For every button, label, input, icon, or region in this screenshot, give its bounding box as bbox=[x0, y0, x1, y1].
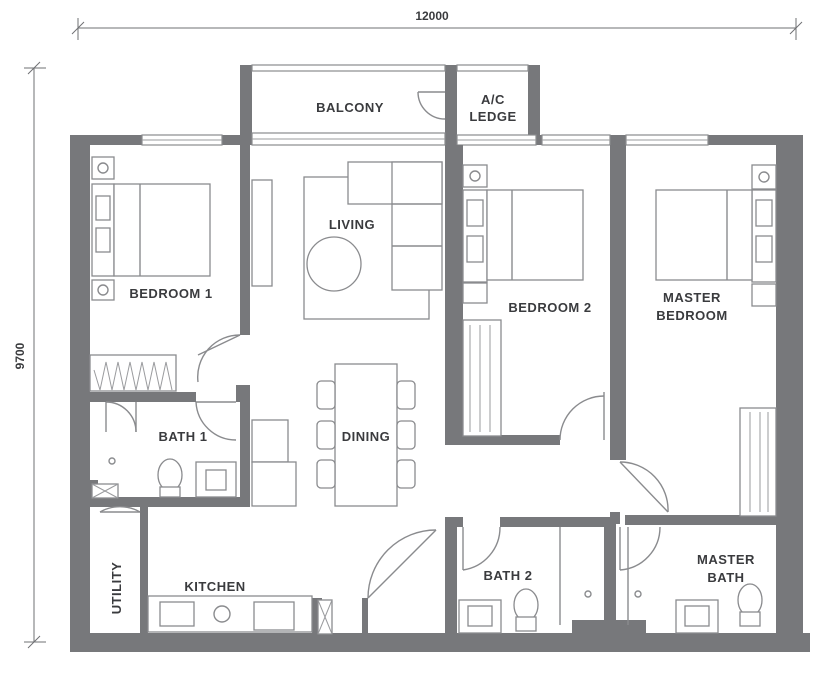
exterior-walls bbox=[70, 65, 810, 652]
height-dimension-label: 9700 bbox=[13, 342, 27, 369]
doors bbox=[99, 91, 669, 599]
height-dimension-line bbox=[24, 61, 46, 649]
room-label-balcony: BALCONY bbox=[316, 100, 384, 115]
master-bedroom-furniture bbox=[655, 164, 777, 517]
room-label-bedroom2: BEDROOM 2 bbox=[508, 300, 591, 315]
room-label-bath1: BATH 1 bbox=[159, 429, 208, 444]
room-label-living: LIVING bbox=[329, 217, 375, 232]
windows bbox=[141, 64, 709, 146]
dining-furniture bbox=[251, 363, 416, 507]
master-bath-fixtures bbox=[627, 527, 763, 634]
room-label-master-bath-line2: BATH bbox=[707, 570, 744, 585]
bath1-fixtures bbox=[91, 401, 237, 499]
room-label-kitchen: KITCHEN bbox=[184, 579, 245, 594]
bath2-fixtures bbox=[458, 527, 592, 634]
room-label-bath2: BATH 2 bbox=[484, 568, 533, 583]
room-label-dining: DINING bbox=[342, 429, 391, 444]
room-label-ac-ledge-line1: A/C bbox=[481, 92, 505, 107]
bedroom1-furniture bbox=[89, 156, 211, 392]
room-label-master-bedroom-line2: BEDROOM bbox=[656, 308, 727, 323]
width-dimension-line bbox=[71, 18, 803, 40]
room-label-bedroom1: BEDROOM 1 bbox=[129, 286, 212, 301]
room-label-master-bedroom-line1: MASTER bbox=[663, 290, 721, 305]
living-furniture bbox=[251, 161, 443, 320]
kitchen-fixtures bbox=[147, 595, 333, 635]
room-label-ac-ledge-line2: LEDGE bbox=[469, 109, 516, 124]
bedroom2-furniture bbox=[462, 164, 584, 437]
width-dimension-label: 12000 bbox=[415, 9, 449, 23]
room-label-master-bath-line1: MASTER bbox=[697, 552, 755, 567]
room-label-utility: UTILITY bbox=[109, 562, 124, 615]
